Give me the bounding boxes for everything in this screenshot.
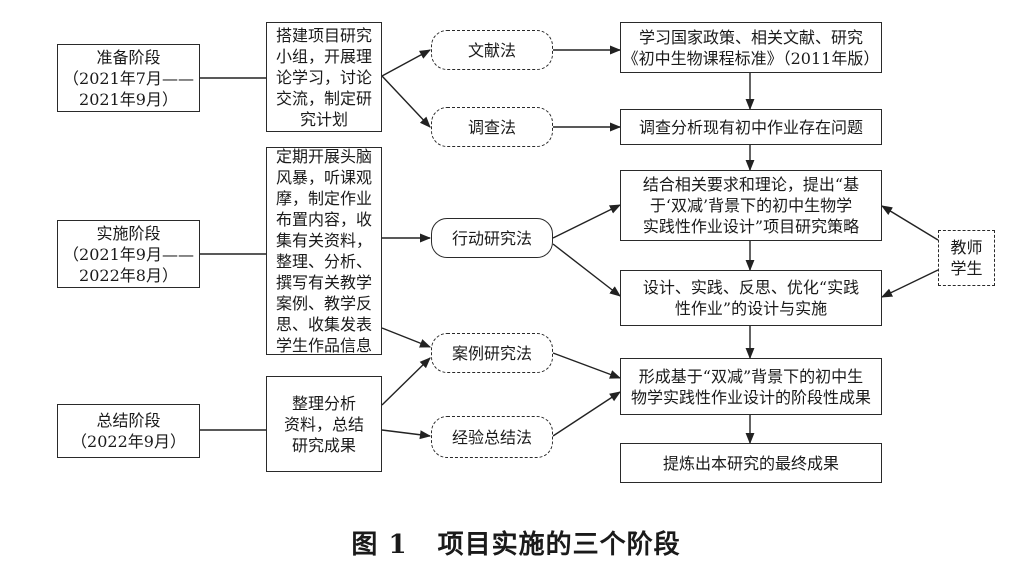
activity-prepare-line: 搭建项目研究 — [275, 25, 372, 45]
figure-number: 图 1 — [351, 530, 408, 560]
arrow-activity2-anli — [381, 327, 432, 348]
arrow-activity3-jingyan — [381, 429, 432, 440]
arrow-activity1-diaocha — [381, 75, 431, 128]
activity-implement-line: 集有关资料， — [275, 231, 372, 250]
activity-implement-line: 布置内容，收 — [275, 210, 372, 229]
method-experience-summary-label: 经验总结法 — [451, 427, 532, 447]
stage-prepare-name: 准备阶段 — [96, 47, 161, 67]
method-case-study-label: 案例研究法 — [451, 343, 532, 363]
arrow-participants-outcome3 — [881, 205, 939, 241]
arrow-anli-outcome5 — [552, 352, 622, 379]
method-case-study: 案例研究法 — [431, 333, 553, 373]
participants-student: 学生 — [950, 259, 983, 278]
figure-caption: 图 1 项目实施的三个阶段 — [0, 524, 1032, 561]
outcome-strategy-line: 于‘双减’背景下的初中生物学 — [649, 196, 853, 215]
activity-prepare-line: 交流，制定研 — [275, 88, 372, 108]
activity-implement-line: 整理、分析、 — [275, 252, 372, 271]
activity-implement-line: 思、收集发表 — [275, 315, 372, 334]
outcome-stage-results-line: 形成基于“双减”背景下的初中生 — [638, 366, 864, 386]
outcome-stage-results: 形成基于“双减”背景下的初中生 物学实践性作业设计的阶段性成果 — [620, 358, 882, 415]
method-literature-label: 文献法 — [467, 40, 516, 60]
outcome-design-practice-line: 设计、实践、反思、优化“实践 — [642, 278, 860, 297]
stage-implement: 实施阶段 （2021年9月—— 2022年8月） — [57, 220, 200, 288]
activity-prepare-line: 小组，开展理 — [275, 46, 372, 66]
outcome-strategy-line: 结合相关要求和理论，提出“基 — [642, 175, 860, 194]
figure-title: 项目实施的三个阶段 — [437, 530, 681, 560]
method-experience-summary: 经验总结法 — [431, 416, 553, 458]
stage-prepare-period: （2021年7月—— — [63, 68, 194, 88]
arrow-xingdong-outcome4 — [552, 243, 621, 297]
outcome-final-results: 提炼出本研究的最终成果 — [620, 443, 882, 483]
method-action-research-label: 行动研究法 — [451, 228, 532, 248]
activity-summary: 整理分析 资料，总结 研究成果 — [266, 376, 382, 472]
stage-implement-period: （2021年9月—— — [63, 244, 194, 264]
arrow-activity3-anli — [381, 357, 431, 406]
activity-implement: 定期开展头脑 风暴，听课观 摩，制定作业 布置内容，收 集有关资料， 整理、分析… — [266, 147, 382, 355]
stage-implement-period-end: 2022年8月） — [79, 265, 178, 285]
outcome-design-practice: 设计、实践、反思、优化“实践 性作业”的设计与实施 — [620, 270, 882, 326]
arrow-xingdong-outcome3 — [552, 204, 622, 239]
stage-summary: 总结阶段 （2022年9月） — [57, 404, 200, 458]
outcome-study-policy: 学习国家政策、相关文献、研究 《初中生物课程标准》（2011年版） — [620, 22, 882, 73]
activity-implement-line: 摩，制定作业 — [275, 189, 372, 208]
outcome-design-practice-line: 性作业”的设计与实施 — [674, 299, 828, 318]
arrow-activity1-wenxian — [381, 49, 431, 77]
activity-prepare-line: 论学习，讨论 — [275, 67, 372, 87]
method-literature: 文献法 — [431, 30, 553, 70]
activity-summary-line: 整理分析 — [291, 393, 356, 413]
stage-summary-name: 总结阶段 — [96, 411, 161, 430]
outcome-survey-problems: 调查分析现有初中作业存在问题 — [620, 109, 882, 145]
stage-implement-name: 实施阶段 — [96, 223, 161, 243]
outcome-survey-problems-line: 调查分析现有初中作业存在问题 — [638, 117, 863, 137]
arrow-participants-outcome4 — [880, 269, 939, 298]
activity-summary-line: 研究成果 — [291, 435, 356, 455]
outcome-study-policy-line: 《初中生物课程标准》（2011年版） — [622, 48, 880, 68]
activity-summary-line: 资料，总结 — [283, 414, 364, 434]
method-survey: 调查法 — [431, 107, 553, 147]
activity-implement-line: 案例、教学反 — [275, 294, 372, 313]
outcome-strategy: 结合相关要求和理论，提出“基 于‘双减’背景下的初中生物学 实践性作业设计”项目… — [620, 170, 882, 241]
participants-teacher: 教师 — [950, 238, 983, 257]
activity-implement-line: 定期开展头脑 — [275, 147, 372, 166]
outcome-stage-results-line: 物学实践性作业设计的阶段性成果 — [630, 387, 871, 407]
activity-implement-line: 风暴，听课观 — [275, 168, 372, 187]
activity-prepare-line: 究计划 — [299, 109, 348, 129]
outcome-final-results-line: 提炼出本研究的最终成果 — [662, 453, 839, 473]
method-survey-label: 调查法 — [467, 117, 516, 137]
outcome-strategy-line: 实践性作业设计”项目研究策略 — [642, 217, 860, 236]
method-action-research: 行动研究法 — [431, 218, 553, 258]
activity-prepare: 搭建项目研究 小组，开展理 论学习，讨论 交流，制定研 究计划 — [266, 22, 382, 132]
activity-implement-line: 学生作品信息 — [275, 336, 372, 355]
stage-prepare-period-end: 2021年9月） — [79, 89, 178, 109]
stage-summary-period: （2022年9月） — [71, 432, 186, 451]
arrow-jingyan-outcome5 — [552, 391, 621, 437]
participants-box: 教师 学生 — [938, 230, 995, 286]
outcome-study-policy-line: 学习国家政策、相关文献、研究 — [638, 27, 863, 47]
stage-prepare: 准备阶段 （2021年7月—— 2021年9月） — [57, 44, 200, 112]
activity-implement-line: 撰写有关教学 — [275, 273, 372, 292]
